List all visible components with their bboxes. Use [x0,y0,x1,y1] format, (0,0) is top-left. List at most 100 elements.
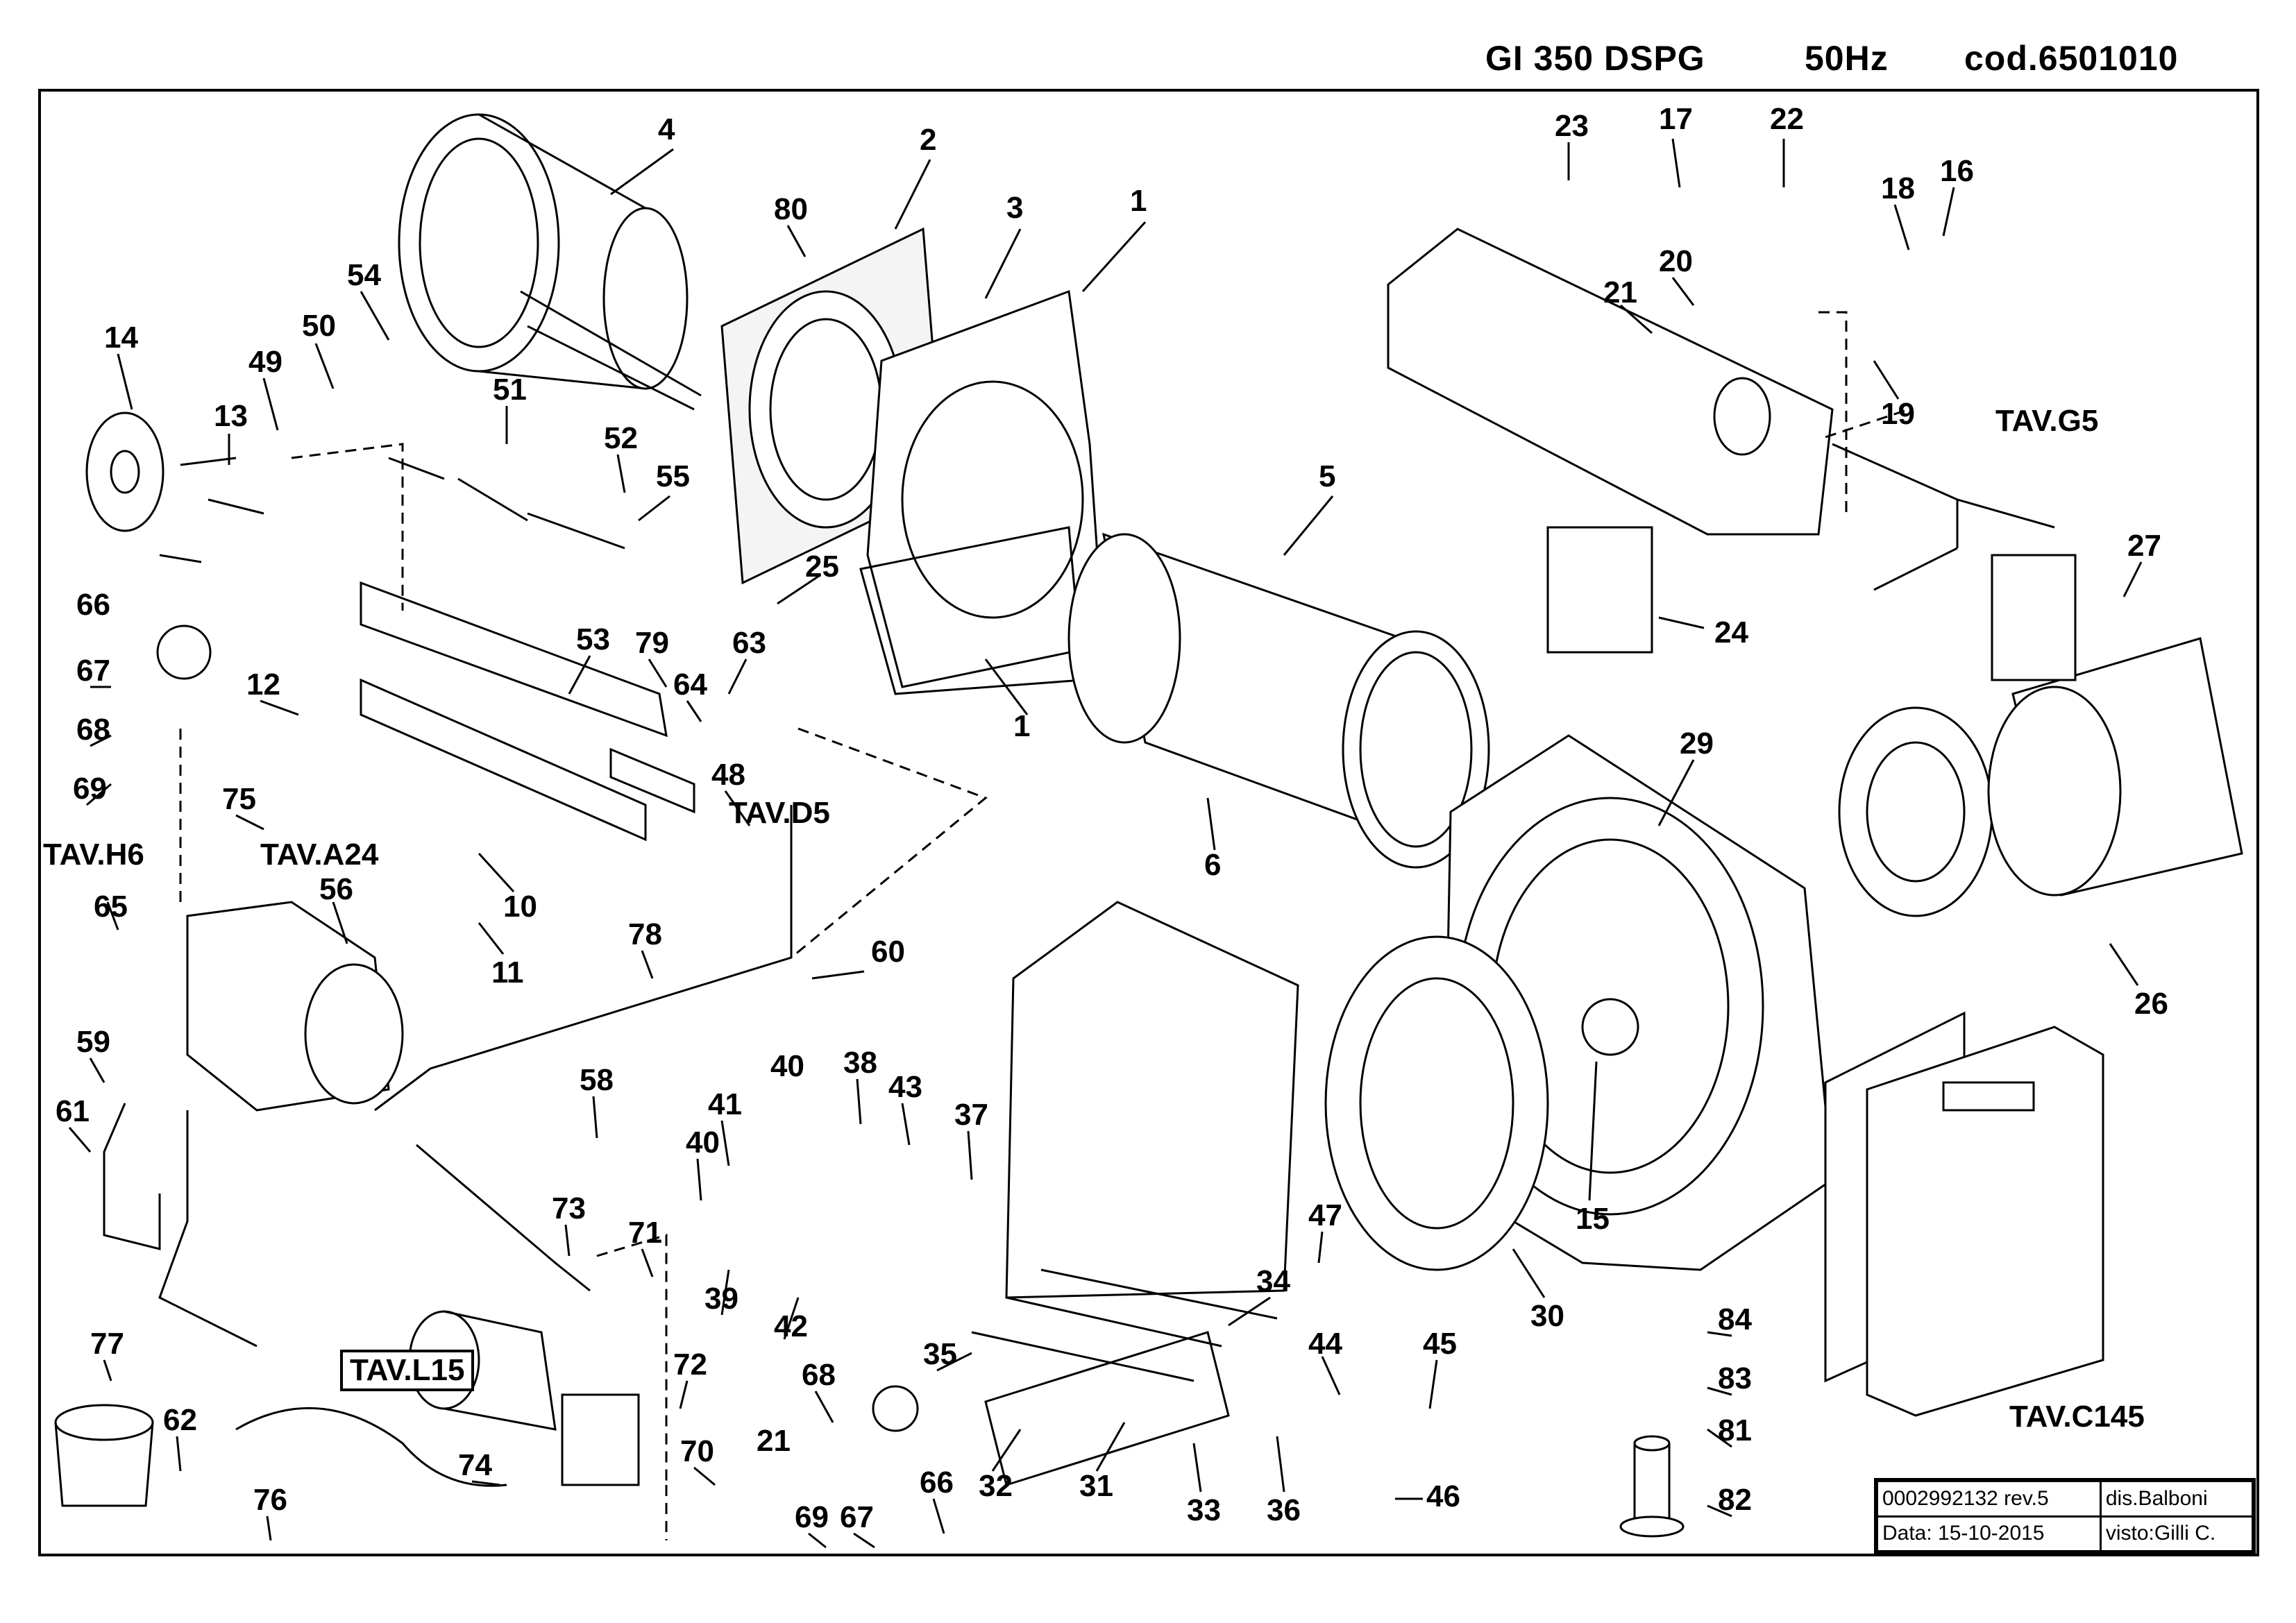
leader-line [720,1269,730,1316]
part-label: 84 [1718,1302,1752,1336]
leader-line [478,922,505,955]
table-ref-a24[interactable]: TAV.A24 [260,838,379,872]
leader-line [641,1248,654,1277]
drawing-number: 0002992132 rev.5 [1876,1480,2102,1518]
leader-line [783,1297,800,1340]
leader-line [2122,561,2143,597]
leader-line [696,1158,702,1201]
part-label: 5 [1319,459,1336,493]
part-label: 18 [1881,171,1915,205]
leader-line [1276,1436,1285,1493]
part-label: 3 [1006,191,1024,225]
guide-line-5 [1825,408,1909,439]
part-label: 76 [253,1483,287,1517]
spacer-drawing [1619,1435,1685,1538]
leader-line [814,1391,834,1423]
leader-line [1707,1428,1732,1448]
leader-line [1283,495,1334,556]
part-label: 45 [1423,1327,1457,1361]
head-housing-drawing [859,289,1105,695]
control-box-drawing [1824,1011,2104,1417]
cover-drawing [1387,228,2055,591]
part-label: 54 [347,258,381,292]
leader-line [967,1130,973,1180]
part-label: 21 [1603,275,1637,309]
part-label: 51 [493,373,527,407]
leader-line [786,225,807,257]
part-label: 56 [319,872,353,906]
leader-line [641,950,654,979]
leader-line [932,1498,945,1534]
combustion-tube-drawing [1067,532,1490,869]
leader-line [1428,1359,1438,1409]
leader-line [568,655,591,695]
leader-line [1658,616,1705,629]
part-label: 37 [954,1098,988,1132]
part-label: 14 [104,321,138,355]
leader-line [720,1120,730,1166]
table-ref-g5[interactable]: TAV.G5 [1995,404,2099,438]
part-label: 62 [163,1403,197,1437]
leader-line [1228,1296,1271,1327]
header: GI 350 DSPG 50Hz cod.6501010 [0,38,2296,87]
part-label: 63 [732,626,766,660]
part-label: 11 [491,955,524,989]
part-label: 6 [1204,848,1222,882]
leader-line [478,852,515,893]
leader-line [901,1103,911,1146]
oil-pipe-60 [374,805,793,1112]
guide-line-4 [1818,311,1848,513]
leader-line [679,1380,689,1409]
part-label: 49 [248,345,282,379]
part-label: 66 [920,1465,954,1499]
motor-drawing [1838,554,2243,917]
leader-line [1671,138,1681,188]
part-label: 79 [635,626,669,660]
air-box-drawing [1005,901,1299,1299]
leader-line [360,291,390,341]
part-label: 10 [503,890,537,924]
part-label: 44 [1308,1327,1342,1361]
leader-line [2109,943,2139,986]
part-label: 74 [458,1448,492,1482]
leader-line [314,343,335,389]
leader-line [811,970,865,980]
approved-by: visto:Gilli C. [2099,1515,2254,1552]
part-label: 53 [576,622,610,656]
leader-line [1192,1443,1202,1493]
leader-line [1206,797,1216,851]
title-block: 0002992132 rev.5 dis.Balboni Data: 15-10… [1874,1478,2256,1554]
part-label: 19 [1881,397,1915,431]
part-label: 47 [1308,1198,1342,1232]
part-label: 4 [658,112,675,146]
table-ref-l15[interactable]: TAV.L15 [340,1350,475,1391]
table-ref-c145[interactable]: TAV.C145 [2009,1400,2145,1434]
guide-line-3 [596,1233,668,1540]
table-ref-d5[interactable]: TAV.D5 [729,796,830,830]
part-label: 75 [222,782,256,816]
oil-pipe-73 [416,1144,591,1292]
part-label: 58 [580,1063,614,1097]
part-label: 41 [708,1087,742,1121]
leader-line [1873,360,1900,400]
part-label: 27 [2127,529,2161,563]
part-label: 15 [1576,1202,1610,1236]
frequency-label: 50Hz [1805,39,1889,78]
part-label: 60 [871,935,905,969]
leader-line [106,901,119,931]
leader-line [1081,221,1147,293]
leader-line [266,1515,272,1541]
leader-line [1657,759,1695,826]
model-title: GI 350 DSPG [1485,39,1705,78]
part-label: 68 [76,713,110,747]
part-label: 36 [1267,1493,1301,1527]
part-label: 61 [56,1094,90,1128]
leader-line [648,658,668,688]
part-label: 65 [94,890,128,924]
part-label: 59 [76,1025,110,1059]
part-label: 34 [1256,1264,1290,1298]
table-ref-h6[interactable]: TAV.H6 [43,838,144,872]
part-label: 67 [840,1500,874,1534]
part-label: 13 [214,399,248,433]
part-label: 80 [774,192,808,226]
